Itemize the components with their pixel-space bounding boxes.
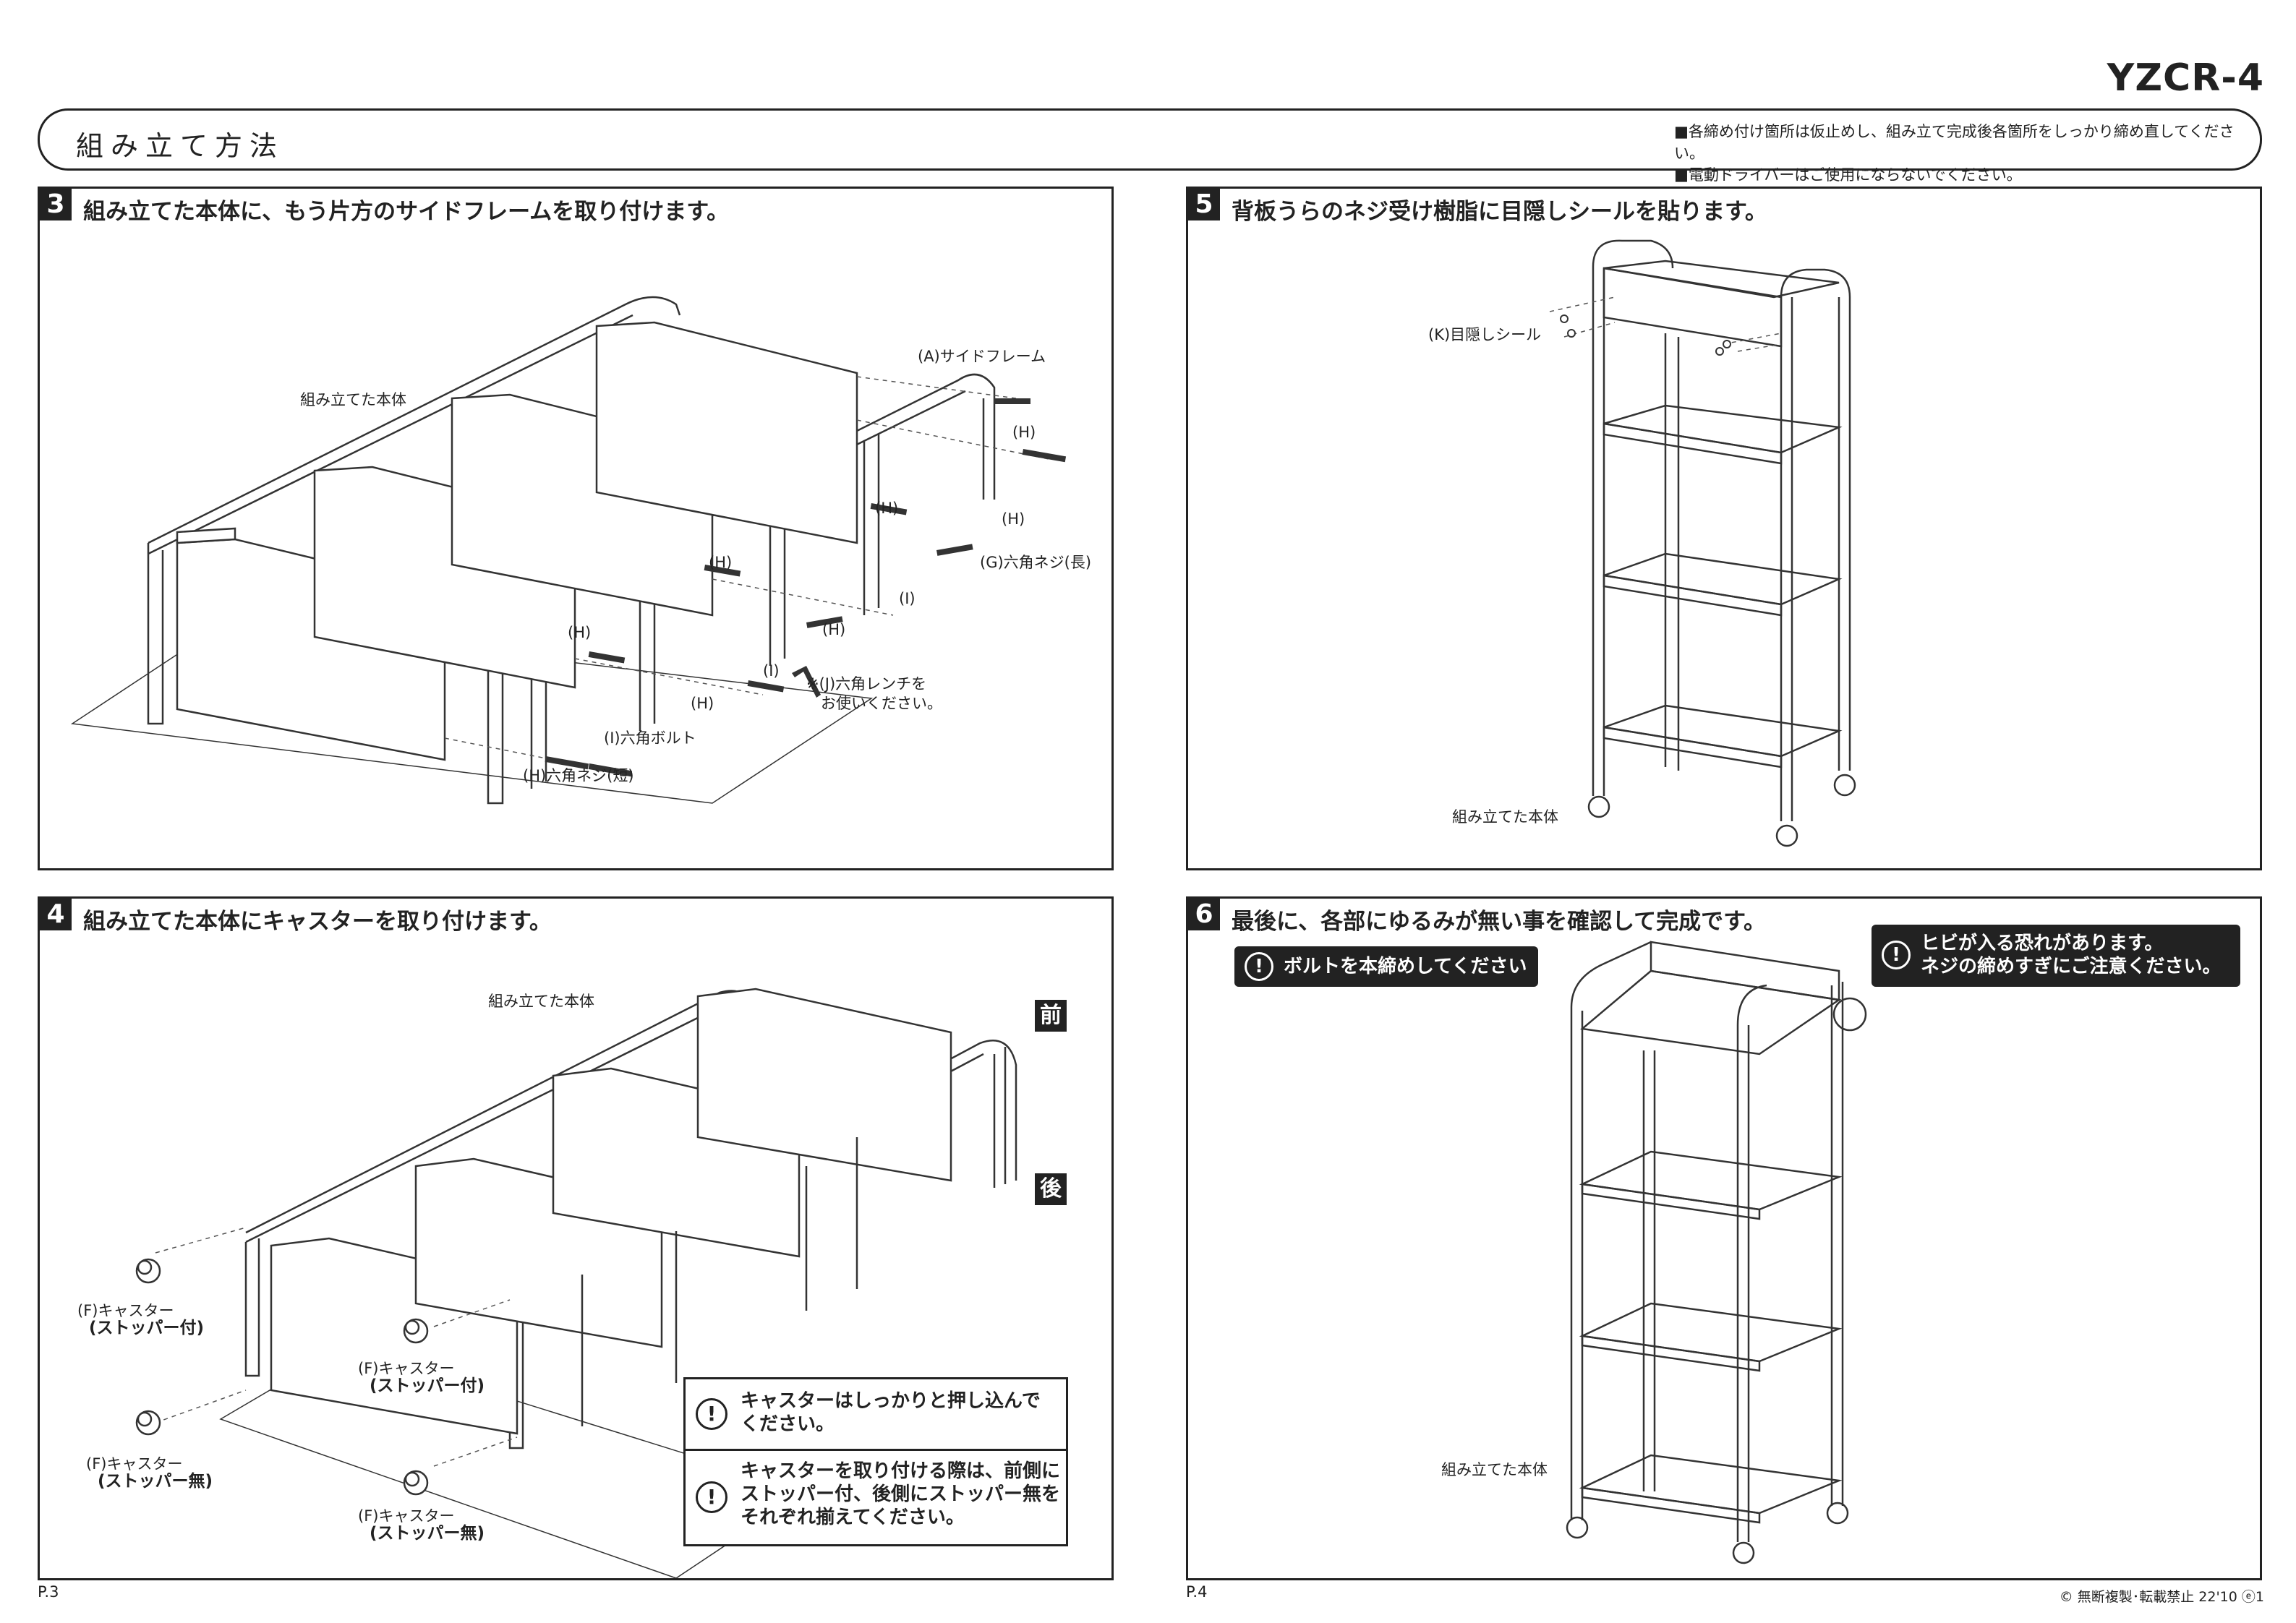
label-caster: (F)キャスター (ストッパー無) [358, 1507, 485, 1543]
step-number: 4 [40, 899, 72, 930]
notice-crack: ! ヒビが入る恐れがあります。 ネジの締めすぎにご注意ください。 [1872, 925, 2240, 987]
step6-panel: 6 最後に、各部にゆるみが無い事を確認して完成です。 ! ボルトを本締めしてくだ… [1186, 896, 2262, 1580]
label-g-screw: (G)六角ネジ(長) [980, 554, 1092, 571]
back-tag: 後 [1035, 1173, 1067, 1205]
page-number: P.4 [1186, 1583, 1208, 1601]
label-wrench-note: お使いください。 [821, 695, 942, 712]
step3-illustration [70, 296, 1067, 805]
caution-text: キャスターはしっかりと押し込んで ください。 [741, 1390, 1041, 1435]
label-h-screw: (H) [568, 624, 592, 641]
step5-panel: 5 背板うらのネジ受け樹脂に目隠しシールを貼ります。 (K)目隠しシール 組み立… [1186, 187, 2262, 870]
model-number: YZCR-4 [2107, 56, 2264, 100]
caution-row: ! キャスターを取り付ける際は、前側に ストッパー付、後側にストッパー無を それ… [686, 1451, 1066, 1542]
label-seal: (K)目隠しシール [1428, 326, 1542, 343]
label-i-bolt-mark: (I) [899, 590, 916, 607]
label-h-screw: (H) [709, 554, 733, 571]
note-line: ■各締め付け箇所は仮止めし、組み立て完成後各箇所をしっかり締め直してください。 [1674, 123, 2235, 162]
label-h-screw: (H) [1012, 424, 1036, 441]
label-i-bolt: (I)六角ボルト [604, 729, 696, 747]
copyright-notice: © 無断複製･転載禁止 22'10 ⓔ1 [2059, 1589, 2264, 1605]
label-body: 組み立てた本体 [300, 391, 406, 408]
label-caster: (F)キャスター (ストッパー無) [86, 1455, 213, 1491]
label-body: 組み立てた本体 [1441, 1461, 1548, 1478]
step-number: 3 [40, 189, 72, 220]
label-caster: (F)キャスター (ストッパー付) [77, 1302, 205, 1337]
exclamation-icon: ! [1882, 941, 1911, 969]
step-number: 5 [1188, 189, 1220, 220]
label-body: 組み立てた本体 [1452, 808, 1558, 826]
step-title: 最後に、各部にゆるみが無い事を確認して完成です。 [1232, 909, 1767, 935]
page-number: P.3 [38, 1583, 59, 1601]
exclamation-icon: ! [1245, 952, 1273, 981]
label-body: 組み立てた本体 [488, 993, 594, 1010]
label-h-screw: (H) [1002, 510, 1025, 528]
step-title: 組み立てた本体に、もう片方のサイドフレームを取り付けます。 [83, 199, 730, 225]
label-i-bolt-mark: (I) [763, 662, 780, 680]
front-tag: 前 [1035, 1000, 1067, 1032]
step4-illustration [135, 988, 1017, 1578]
caution-text: キャスターを取り付ける際は、前側に ストッパー付、後側にストッパー無を それぞれ… [741, 1460, 1061, 1528]
caster-caution-box: ! キャスターはしっかりと押し込んで ください。 ! キャスターを取り付ける際は… [683, 1377, 1068, 1546]
step3-panel: 3 組み立てた本体に、もう片方のサイドフレームを取り付けます。 組み立てた本体 … [38, 187, 1114, 870]
label-caster: (F)キャスター (ストッパー付) [358, 1360, 485, 1395]
exclamation-icon: ! [696, 1481, 727, 1513]
step-title: 背板うらのネジ受け樹脂に目隠しシールを貼ります。 [1232, 199, 1767, 225]
label-h-screw-short: (H)六角ネジ(短) [523, 767, 634, 784]
label-h-screw: (H) [822, 621, 846, 638]
label-side-frame: (A)サイドフレーム [918, 348, 1046, 365]
note-line: ■電動ドライバーはご使用にならないでください。 [1674, 166, 2022, 184]
step5-illustration [1549, 239, 1856, 847]
step-number: 6 [1188, 899, 1220, 930]
assembly-notes: ■各締め付け箇所は仮止めし、組み立て完成後各箇所をしっかり締め直してください。 … [1674, 121, 2260, 186]
label-wrench-note: ※(J)六角レンチを [806, 675, 927, 693]
step4-panel: 4 組み立てた本体にキャスターを取り付けます。 組み立てた本体 前 後 (F)キ… [38, 896, 1114, 1580]
label-h-screw: (H) [691, 695, 714, 712]
exclamation-icon: ! [696, 1398, 727, 1430]
label-h-screw: (H) [875, 500, 899, 517]
notice-bolt: ! ボルトを本締めしてください [1234, 946, 1538, 987]
page-title: 組み立て方法 [76, 130, 285, 162]
step6-illustration [1566, 941, 1867, 1564]
header-bar: 組み立て方法 ■各締め付け箇所は仮止めし、組み立て完成後各箇所をしっかり締め直し… [38, 108, 2262, 184]
step-title: 組み立てた本体にキャスターを取り付けます。 [83, 909, 552, 935]
caution-row: ! キャスターはしっかりと押し込んで ください。 [686, 1379, 1066, 1451]
